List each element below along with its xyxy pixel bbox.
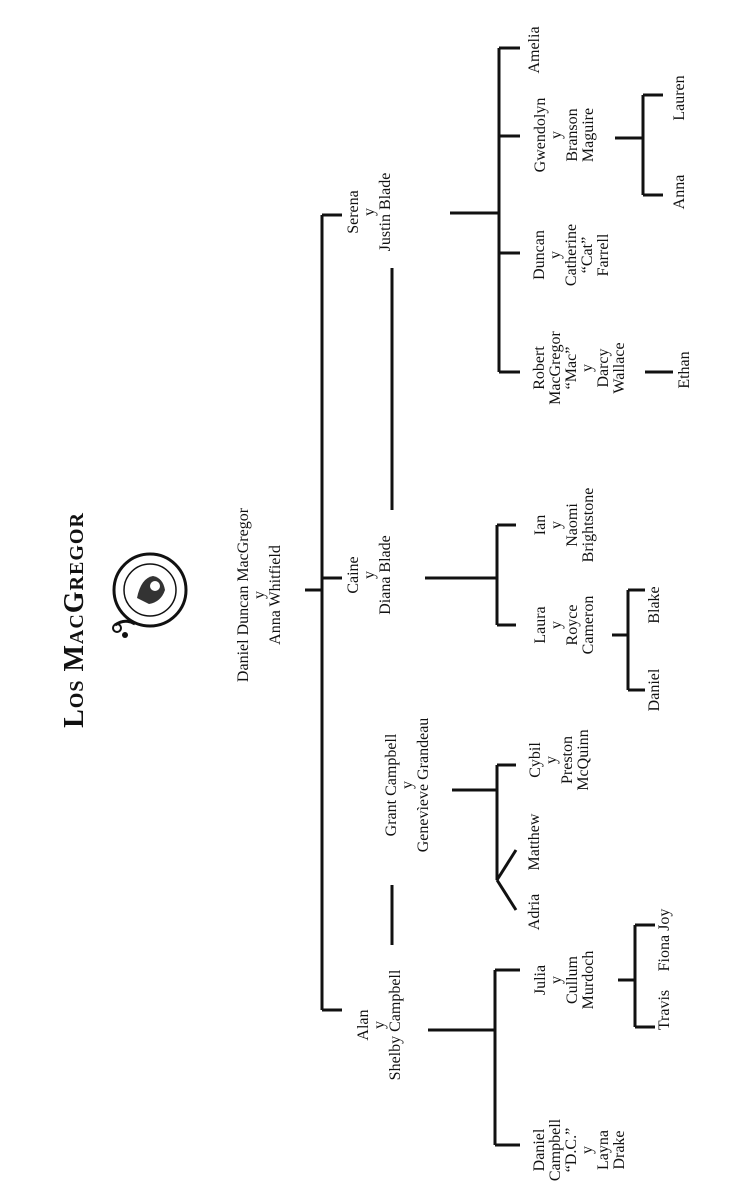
conjunction: y — [399, 781, 416, 789]
person-daniel-anna: Daniel Duncan MacGregor y Anna Whitfield — [235, 507, 284, 683]
name: Campbell — [547, 1118, 564, 1182]
name: Naomi — [564, 503, 581, 547]
name: Catherine — [563, 223, 580, 287]
person-serena-justin: Serena y Justin Blade — [345, 172, 394, 252]
name: Brightstone — [580, 487, 597, 563]
person-gwendolyn-branson: Gwendolyn y Branson Maguire — [532, 97, 597, 173]
person-daniel-cameron: Daniel — [646, 668, 663, 712]
name: Preston — [559, 736, 576, 785]
name: Robert — [531, 346, 548, 390]
name: MacGregor — [547, 331, 564, 405]
person-dc-layna: Daniel Campbell “D.C.” y Layna Drake — [531, 1118, 628, 1182]
name: Laura — [532, 606, 549, 644]
name: Ethan — [676, 351, 693, 389]
conjunction: y — [548, 131, 565, 139]
person-caine-diana: Caine y Diana Blade — [345, 535, 394, 615]
person-ethan: Ethan — [676, 351, 693, 389]
conjunction: y — [547, 251, 564, 260]
conjunction: y — [548, 521, 565, 530]
name: Cameron — [580, 595, 597, 655]
nickname: “Mac” — [563, 346, 580, 390]
person-robert-darcy: Robert MacGregor “Mac” y Darcy Wallace — [531, 331, 628, 405]
name: Layna — [595, 1130, 612, 1170]
conjunction: y — [579, 1146, 596, 1154]
name: Cybil — [527, 742, 544, 778]
conjunction: y — [251, 591, 268, 599]
name: Genevìeve Grandeau — [415, 717, 432, 853]
person-laura-royce: Laura y Royce Cameron — [532, 595, 597, 655]
person-lauren: Lauren — [671, 75, 688, 121]
name: McQuinn — [575, 729, 592, 791]
name: Travis — [656, 989, 673, 1031]
name: Julia — [532, 964, 549, 996]
name: Daniel Duncan MacGregor — [235, 507, 252, 683]
person-alan-shelby: Alan y Shelby Campbell — [355, 969, 404, 1081]
name: Anna — [671, 174, 688, 210]
nickname: “D.C.” — [563, 1127, 580, 1173]
name: Diana Blade — [377, 535, 394, 615]
name: Daniel — [646, 668, 663, 712]
person-adria: Adria — [526, 893, 543, 931]
name: Farrell — [595, 233, 612, 277]
conjunction: y — [543, 756, 560, 765]
name: Royce — [564, 604, 581, 646]
name: Anna Whitfield — [267, 545, 284, 645]
name: Maguire — [580, 107, 597, 163]
name: Murdoch — [580, 950, 597, 1010]
conjunction: y — [579, 364, 596, 372]
name: Matthew — [526, 813, 543, 871]
name: Amelia — [526, 26, 543, 74]
person-travis: Travis — [656, 989, 673, 1031]
name: Darcy — [595, 348, 612, 388]
conjunction: y — [361, 571, 378, 579]
name: Ian — [532, 514, 549, 536]
person-duncan-catherine: Duncan y Catherine “Cat” Farrell — [531, 223, 612, 287]
person-blake: Blake — [646, 586, 663, 624]
person-anna: Anna — [671, 174, 688, 210]
name: Adria — [526, 893, 543, 931]
name: Daniel — [531, 1128, 548, 1172]
conjunction: y — [361, 208, 378, 217]
name: Justin Blade — [377, 172, 394, 252]
person-amelia: Amelia — [526, 26, 543, 74]
name: Cullum — [564, 956, 581, 1005]
person-ian-naomi: Ian y Naomi Brightstone — [532, 487, 597, 563]
name: Serena — [345, 190, 362, 234]
name: Caine — [345, 556, 362, 594]
name: Wallace — [611, 342, 628, 394]
name: Blake — [646, 586, 663, 624]
nickname: “Cat” — [579, 236, 596, 274]
person-grant-genevieve: Grant Campbell y Genevìeve Grandeau — [383, 717, 432, 853]
person-cybil-preston: Cybil y Preston McQuinn — [527, 729, 592, 791]
name: Shelby Campbell — [387, 969, 404, 1081]
name: Alan — [355, 1009, 372, 1041]
person-matthew: Matthew — [526, 813, 543, 871]
person-fiona-joy: Fiona Joy — [656, 908, 673, 972]
name: Fiona Joy — [656, 908, 673, 972]
name: Branson — [564, 108, 581, 162]
name: Lauren — [671, 75, 688, 121]
name: Gwendolyn — [532, 97, 549, 173]
name: Drake — [611, 1130, 628, 1170]
person-julia-cullum: Julia y Cullum Murdoch — [532, 950, 597, 1010]
clan-crest-icon — [112, 552, 188, 638]
conjunction: y — [548, 621, 565, 629]
conjunction: y — [371, 1021, 388, 1029]
conjunction: y — [548, 976, 565, 984]
name: Grant Campbell — [383, 733, 400, 837]
name: Duncan — [531, 230, 548, 280]
